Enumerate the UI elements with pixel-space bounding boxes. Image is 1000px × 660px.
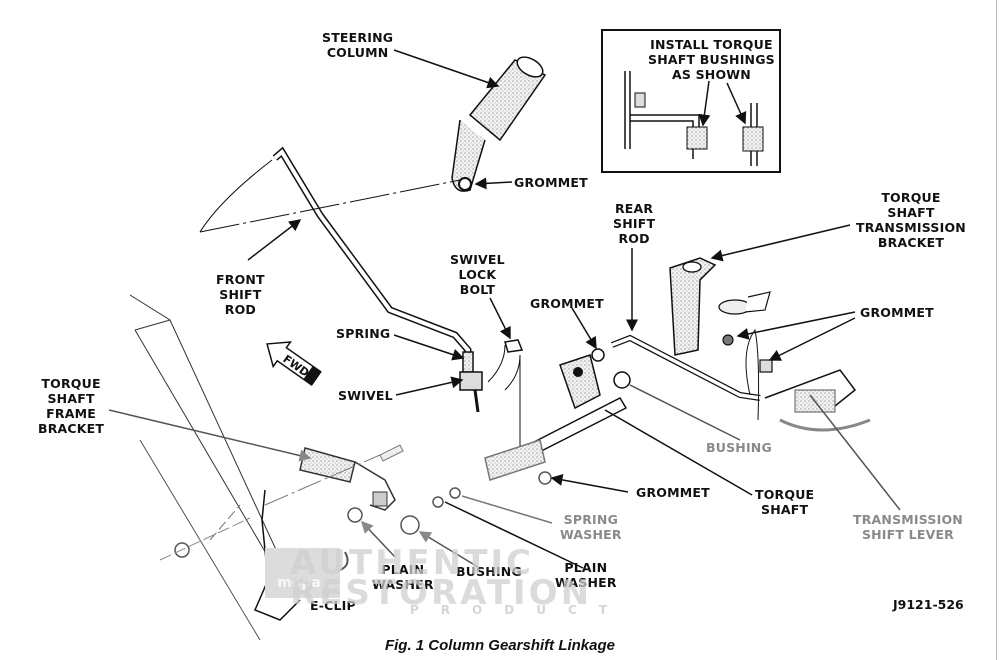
leader-lines (108, 49, 901, 581)
watermark-text: AUTHENTIC RESTORATION (290, 543, 593, 613)
label-torque-shaft-transmission-bracket: TORQUE SHAFT TRANSMISSION BRACKET (856, 190, 966, 250)
swivel-assembly (459, 339, 524, 470)
label-grommet-top: GROMMET (514, 175, 588, 190)
inset-bushing-drawing (624, 71, 764, 166)
label-spring-washer: SPRING WASHER (560, 512, 622, 542)
label-spring: SPRING (336, 326, 391, 341)
label-torque-shaft: TORQUE SHAFT (755, 487, 815, 517)
watermark-logo: mopar (265, 548, 340, 598)
steering-column-part (451, 56, 547, 192)
frame-panel (129, 294, 301, 641)
watermark-line-3: PRODUCT (410, 603, 629, 617)
front-shift-rod-part (199, 146, 474, 376)
figure-id: J9121-526 (893, 597, 964, 612)
label-grommet-mid: GROMMET (530, 296, 604, 311)
inset-title: INSTALL TORQUE SHAFT BUSHINGS AS SHOWN (648, 37, 775, 82)
label-bushing-bottom: BUSHING (456, 564, 522, 579)
figure-caption: Fig. 1 Column Gearshift Linkage (384, 637, 616, 654)
label-grommet-bottom: GROMMET (636, 485, 710, 500)
label-swivel: SWIVEL (338, 388, 393, 403)
label-plain-washer-left: PLAIN WASHER (372, 562, 434, 592)
label-torque-shaft-frame-bracket: TORQUE SHAFT FRAME BRACKET (38, 376, 105, 436)
frame-bracket-part (159, 444, 404, 572)
label-swivel-lock-bolt: SWIVEL LOCK BOLT (450, 252, 505, 297)
torque-shaft-part (400, 348, 631, 535)
watermark-line-2: RESTORATION (290, 573, 593, 613)
page-edge (996, 0, 997, 660)
fwd-arrow-icon: FWD (266, 341, 322, 386)
label-steering-column: STEERING COLUMN (322, 30, 394, 60)
label-grommet-right: GROMMET (860, 305, 934, 320)
label-front-shift-rod: FRONT SHIFT ROD (216, 272, 265, 317)
label-plain-washer-right: PLAIN WASHER (555, 560, 617, 590)
rear-shift-rod-part (610, 334, 761, 401)
label-rear-shift-rod: REAR SHIFT ROD (613, 201, 656, 246)
inset-bushing-detail (601, 29, 781, 173)
label-e-clip: E-CLIP (310, 598, 356, 613)
label-bushing-right: BUSHING (706, 440, 772, 455)
watermark-line-1: AUTHENTIC (290, 543, 534, 583)
label-transmission-shift-lever: TRANSMISSION SHIFT LEVER (853, 512, 963, 542)
transmission-bracket-part (669, 257, 871, 432)
